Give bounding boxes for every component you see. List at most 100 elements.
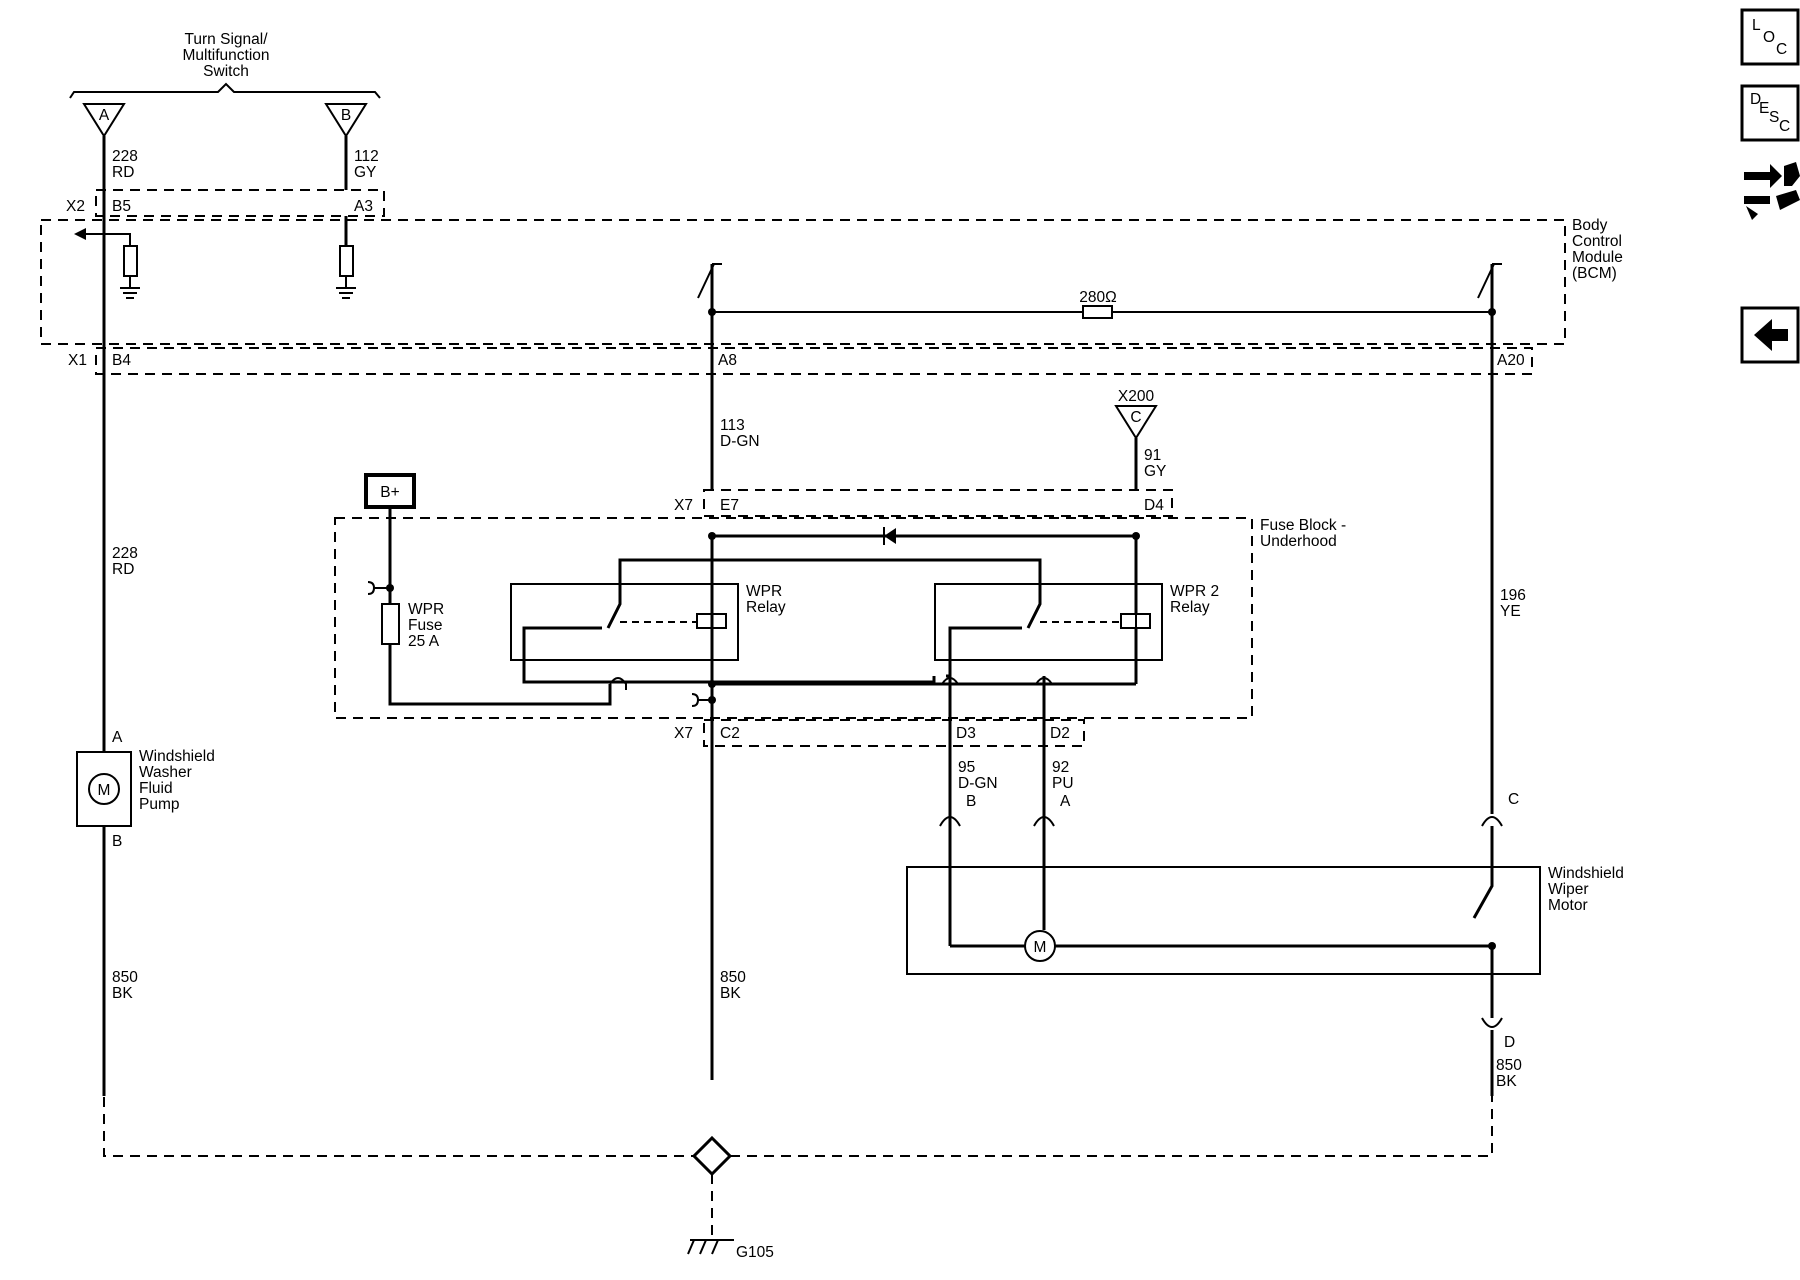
pump-label-1: Windshield <box>139 748 215 765</box>
pump-label-4: Pump <box>139 796 180 813</box>
wire-91-color: GY <box>1144 463 1166 480</box>
wire-95-color: D-GN <box>958 775 998 792</box>
wire-850-left-color: BK <box>112 985 133 1002</box>
wpr2-relay-box <box>934 583 1163 661</box>
wire-228-top-color: RD <box>112 164 134 181</box>
loc-button[interactable]: L O C <box>1740 8 1800 66</box>
ground-symbol <box>687 1239 734 1255</box>
x200-label: X200 <box>1118 388 1155 405</box>
x7-top-connector <box>703 489 1173 517</box>
motor-pin-c: C <box>1508 791 1519 808</box>
motor-pin-b: B <box>966 793 976 810</box>
x7-top-label: X7 <box>674 497 693 514</box>
wpr-contact-common <box>606 588 622 629</box>
desc-letter-c: C <box>1779 118 1790 135</box>
bcm-switch-a20 <box>1477 263 1502 299</box>
wpr-relay-label-1: WPR <box>746 583 782 600</box>
park-switch <box>1472 826 1494 919</box>
fuse-block-label-1: Fuse Block - <box>1260 517 1346 534</box>
motor-connector-c <box>1481 816 1503 827</box>
b5-ground <box>120 276 140 299</box>
switch-title-3: Switch <box>203 63 249 80</box>
x2-connector-outline <box>95 189 385 217</box>
wiper-motor-box <box>906 866 1541 975</box>
diode <box>884 528 896 544</box>
wpr2-relay-label-1: WPR 2 <box>1170 583 1219 600</box>
pin-e7: E7 <box>720 497 739 514</box>
wire-850-mid-color: BK <box>720 985 741 1002</box>
loc-letter-c: C <box>1776 41 1787 58</box>
pump-pin-a: A <box>112 729 123 746</box>
desc-letter-d: D <box>1750 91 1761 108</box>
ground-g105: G105 <box>103 1080 1493 1261</box>
wire-850-right-num: 850 <box>1496 1057 1522 1074</box>
wiper-motor-label-2: Wiper <box>1548 881 1588 898</box>
pin-a3: A3 <box>354 198 373 215</box>
wire-113-num: 113 <box>720 417 745 434</box>
wpr-contact-nc <box>522 626 936 684</box>
switch-terminal-a-label: A <box>99 107 110 124</box>
fuse-block-label-2: Underhood <box>1260 533 1337 550</box>
wpr-fuse-label-2: Fuse <box>408 617 442 634</box>
x200-terminal-c-label: C <box>1130 409 1141 426</box>
wpr2-contact-nc <box>946 626 1022 678</box>
bcm-resistor-280 <box>1082 305 1113 319</box>
bcm-label-3: Module <box>1572 249 1623 266</box>
pump-label-2: Washer <box>139 764 192 781</box>
b5-resistor <box>123 245 138 277</box>
bcm-label-2: Control <box>1572 233 1622 250</box>
pin-d2: D2 <box>1050 725 1070 742</box>
b-plus-box <box>364 473 416 509</box>
connector-tool-icon[interactable] <box>1744 162 1800 220</box>
x7-bottom-label: X7 <box>674 725 693 742</box>
x1-connector-outline <box>95 347 1533 375</box>
wire-92-color: PU <box>1052 775 1074 792</box>
ground-label: G105 <box>736 1244 774 1261</box>
desc-icon[interactable] <box>1740 84 1800 142</box>
wire-92-num: 92 <box>1052 759 1069 776</box>
switch-bracket <box>69 82 381 99</box>
pin-a20: A20 <box>1497 352 1525 369</box>
connector-tool-button[interactable] <box>1744 162 1800 220</box>
bcm-switch-a8 <box>697 263 722 299</box>
bcm-resistor-label: 280Ω <box>1079 289 1116 306</box>
a3-resistor <box>339 245 354 277</box>
wpr-fuse <box>381 603 400 645</box>
wire-112-num: 112 <box>354 148 379 165</box>
ground-splice-dashed <box>103 1080 1493 1157</box>
wpr-relay-box <box>510 583 739 661</box>
b5-branch <box>80 233 131 246</box>
wire-112-color: GY <box>354 164 376 181</box>
pin-d4: D4 <box>1144 497 1164 514</box>
pump-label-3: Fluid <box>139 780 173 797</box>
back-arrow-icon[interactable] <box>1754 319 1788 351</box>
wpr-relay-label-2: Relay <box>746 599 786 616</box>
wire-95-num: 95 <box>958 759 975 776</box>
wiper-motor-symbol <box>1024 930 1056 962</box>
wpr-relay-circuit: 113 D-GN X200 C 91 GY Fuse Block - Under… <box>334 264 1346 1080</box>
motor-connector-b <box>939 816 961 827</box>
back-button[interactable] <box>1740 306 1800 364</box>
ground-splice-diamond <box>691 1135 733 1177</box>
fuse-block-outline <box>334 517 1253 719</box>
desc-letter-e: E <box>1759 100 1769 117</box>
bcm-outline <box>40 219 1566 345</box>
switch-title-2: Multifunction <box>182 47 269 64</box>
loc-icon[interactable] <box>1740 8 1800 66</box>
x7-bottom-connector <box>703 719 1085 747</box>
washer-pump-motor <box>88 773 120 805</box>
wpr-fuse-label-3: 25 A <box>408 633 440 650</box>
wiper-motor-label-1: Windshield <box>1548 865 1624 882</box>
motor-connector-a <box>1033 816 1055 827</box>
desc-button[interactable]: D E S C <box>1740 84 1800 142</box>
motor-pin-a: A <box>1060 793 1071 810</box>
switch-terminal-b <box>324 103 368 138</box>
wire-228-top-num: 228 <box>112 148 138 165</box>
pump-pin-b: B <box>112 833 122 850</box>
wire-196-color: YE <box>1500 603 1521 620</box>
wire-850-left-num: 850 <box>112 969 138 986</box>
turn-signal-switch: Turn Signal/ Multifunction Switch A B <box>69 31 381 138</box>
wiper-motor-circuit: 196 YE B A C Windshield Wiper Motor M D … <box>906 264 1624 1096</box>
wpr-to-wpr2-feed <box>618 558 1042 629</box>
